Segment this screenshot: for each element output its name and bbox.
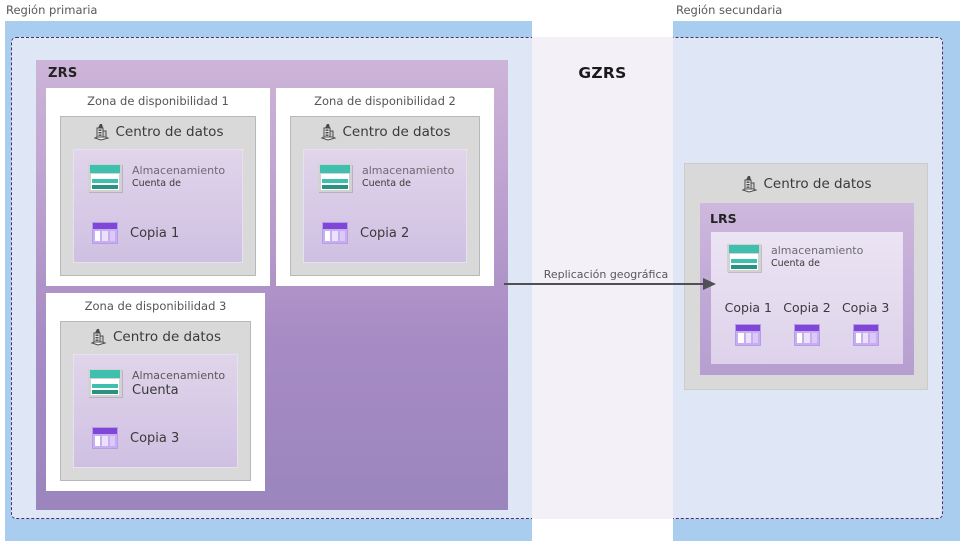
datacenter-header-zone-1: Centro de datos: [61, 123, 255, 141]
storage-account-row-zone-1: Almacenamiento Cuenta de: [88, 164, 225, 192]
storage-account-row-zone-2: almacenamiento Cuenta de: [318, 164, 454, 192]
datacenter-label-zone-1: Centro de datos: [115, 124, 224, 140]
copy-icon: [793, 324, 820, 346]
availability-zone-3: Zona de disponibilidad 3 Centro de datos: [46, 293, 265, 491]
storage-account-text-zone-3: Almacenamiento Cuenta: [132, 369, 225, 398]
storage-account-icon: [727, 244, 761, 272]
storage-panel-zone-3: Almacenamiento Cuenta Copia 3: [73, 354, 238, 468]
datacenter-icon: [93, 124, 109, 141]
geo-replication-arrow: [504, 278, 716, 290]
copy-label-zone-3: Copia 3: [130, 430, 180, 446]
datacenter-box-zone-1: Centro de datos Almacenamiento Cuenta de: [60, 116, 256, 276]
storage-line-b-zone-1: Cuenta de: [132, 177, 181, 189]
availability-zone-1-title: Zona de disponibilidad 1: [87, 94, 229, 108]
storage-account-text-zone-1: Almacenamiento Cuenta de: [132, 164, 225, 189]
lrs-title: LRS: [710, 211, 737, 226]
storage-account-icon: [88, 369, 122, 397]
copy-row-zone-2: Copia 2: [322, 222, 409, 244]
datacenter-icon: [320, 124, 336, 141]
datacenter-header-zone-3: Centro de datos: [61, 328, 250, 346]
datacenter-label-zone-2: Centro de datos: [342, 124, 451, 140]
secondary-copy-label-1: Copia 1: [724, 300, 773, 315]
storage-account-text-zone-2: almacenamiento Cuenta de: [362, 164, 454, 189]
primary-region-label: Región primaria: [6, 3, 98, 17]
storage-account-icon: [318, 164, 352, 192]
storage-account-row-zone-3: Almacenamiento Cuenta: [88, 369, 225, 398]
gzrs-middle-band: [532, 37, 673, 519]
lrs-inner-panel: almacenamiento Cuenta de Copia 1 Copia 2…: [711, 232, 903, 364]
storage-account-icon: [88, 164, 122, 192]
copy-label-zone-2: Copia 2: [360, 225, 410, 241]
datacenter-label-zone-3: Centro de datos: [113, 329, 221, 345]
geo-replication-label: Replicación geográfica: [543, 268, 669, 281]
copy-icon: [852, 324, 879, 346]
gzrs-title: GZRS: [578, 64, 627, 82]
secondary-storage-account-text: almacenamiento Cuenta de: [771, 244, 863, 269]
storage-line-b-zone-2: Cuenta de: [362, 177, 411, 189]
storage-line-a-zone-3: Almacenamiento: [132, 369, 226, 382]
copy-row-zone-1: Copia 1: [92, 222, 179, 244]
copy-icon: [92, 427, 118, 449]
zrs-title: ZRS: [48, 66, 78, 81]
datacenter-box-zone-2: Centro de datos almacenamiento Cuenta de: [290, 116, 480, 276]
copy-row-zone-3: Copia 3: [92, 427, 179, 449]
copy-icon: [92, 222, 118, 244]
secondary-region-label: Región secundaria: [676, 3, 783, 17]
copy-icon: [735, 324, 762, 346]
secondary-storage-account-row: almacenamiento Cuenta de: [727, 244, 863, 272]
datacenter-icon: [90, 329, 107, 346]
datacenter-icon: [741, 176, 757, 193]
secondary-copy-labels: Copia 1 Copia 2 Copia 3: [719, 300, 895, 315]
secondary-datacenter-header: Centro de datos: [684, 175, 928, 193]
storage-panel-zone-2: almacenamiento Cuenta de Copia 2: [303, 149, 467, 263]
storage-panel-zone-1: Almacenamiento Cuenta de Copia 1: [73, 149, 243, 263]
storage-line-b-zone-3: Cuenta: [132, 382, 179, 398]
datacenter-header-zone-2: Centro de datos: [291, 123, 479, 141]
availability-zone-3-title: Zona de disponibilidad 3: [84, 299, 227, 313]
secondary-datacenter-label: Centro de datos: [763, 176, 872, 192]
datacenter-box-zone-3: Centro de datos Almacenamiento Cuenta: [60, 321, 251, 481]
secondary-copy-label-2: Copia 2: [783, 300, 831, 315]
availability-zone-1: Zona de disponibilidad 1 Centro de datos: [46, 88, 270, 286]
storage-line-a-zone-1: Almacenamiento: [132, 164, 226, 177]
storage-line-a-zone-2: almacenamiento: [362, 164, 455, 177]
secondary-copy-label-3: Copia 3: [841, 300, 890, 315]
secondary-storage-line-a: almacenamiento: [771, 244, 864, 257]
secondary-storage-line-b: Cuenta de: [771, 257, 820, 269]
secondary-copy-icons: [719, 324, 895, 346]
copy-icon: [322, 222, 348, 244]
availability-zone-2-title: Zona de disponibilidad 2: [314, 94, 456, 108]
availability-zone-2: Zona de disponibilidad 2 Centro de datos: [276, 88, 494, 286]
copy-label-zone-1: Copia 1: [130, 225, 180, 241]
